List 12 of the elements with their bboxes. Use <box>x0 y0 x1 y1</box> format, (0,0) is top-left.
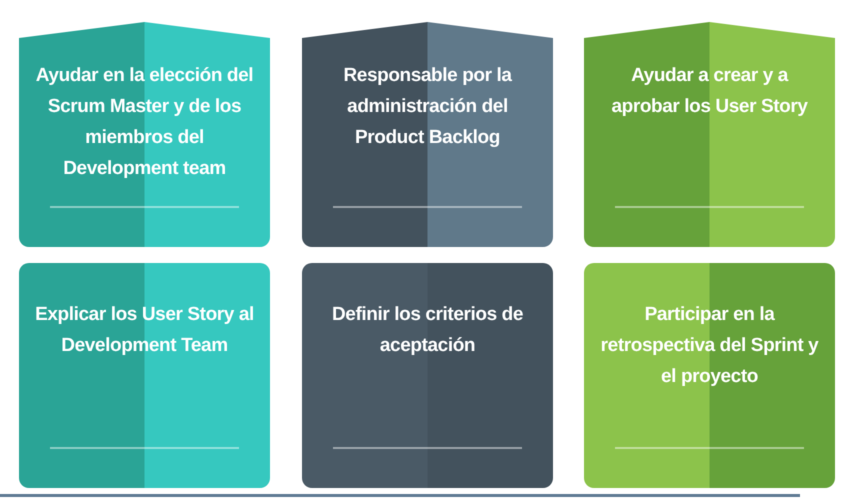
rounded-card <box>584 263 835 488</box>
card-text: Ayudar a crear y a aprobar los User Story <box>610 64 809 119</box>
card-text: Responsable por la administración del Product Backlog <box>342 64 513 150</box>
card-text: Explicar los User Story al Development Team <box>34 303 255 358</box>
card-text: Definir los criterios de aceptación <box>330 303 524 358</box>
pentagon-card <box>19 22 270 247</box>
rounded-card <box>302 263 553 488</box>
pentagon-card <box>584 22 835 247</box>
card-text: Participar en la retrospectiva del Sprint y el proyecto <box>600 303 820 389</box>
card-text: Ayudar en la elección del Scrum Master y de los miembros del Development team <box>34 64 254 181</box>
rounded-card <box>19 263 270 488</box>
pentagon-card <box>302 22 553 247</box>
